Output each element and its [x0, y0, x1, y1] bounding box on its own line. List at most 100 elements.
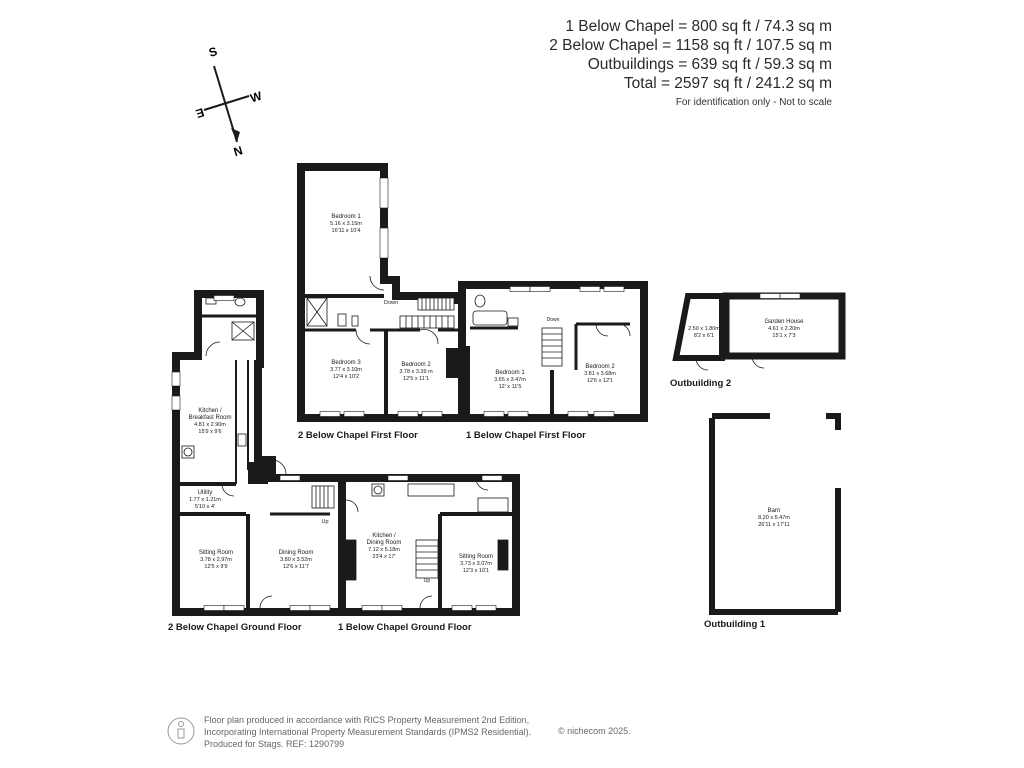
- room-2bc-bedroom3: Bedroom 3 3.77 x 3.10m 12'4 x 10'2: [330, 360, 362, 380]
- windows-2bc-ground: [171, 295, 331, 611]
- svg-text:8.20 x 5.47m: 8.20 x 5.47m: [758, 515, 790, 521]
- svg-text:3.77 x 3.10m: 3.77 x 3.10m: [330, 367, 362, 373]
- svg-text:12'4 x 10'2: 12'4 x 10'2: [333, 374, 359, 380]
- svg-text:15'9 x 9'6: 15'9 x 9'6: [198, 429, 221, 435]
- svg-text:7.12 x 5.18m: 7.12 x 5.18m: [368, 547, 400, 553]
- fixtures-2bc-ground: [181, 297, 335, 509]
- footer-line-1: Floor plan produced in accordance with R…: [204, 715, 530, 725]
- person-icon: [167, 717, 195, 745]
- doors-1bc-first: [595, 323, 631, 337]
- label-outbuilding1: Outbuilding 1: [704, 619, 766, 630]
- svg-text:Bedroom 1: Bedroom 1: [495, 370, 525, 376]
- room-1bc-sitting: Sitting Room 3.73 x 3.07m 12'3 x 10'1: [459, 554, 493, 574]
- svg-text:16'11 x 10'4: 16'11 x 10'4: [332, 228, 361, 234]
- svg-text:Kitchen /: Kitchen /: [372, 533, 396, 539]
- svg-text:3.65 x 3.47m: 3.65 x 3.47m: [494, 377, 526, 383]
- svg-text:Sitting Room: Sitting Room: [199, 550, 233, 556]
- footer: Floor plan produced in accordance with R…: [168, 714, 688, 754]
- svg-text:Dining Room: Dining Room: [279, 550, 314, 556]
- svg-text:Barn: Barn: [768, 508, 781, 514]
- stairs-down-label-2bc: Down: [384, 300, 398, 306]
- area-total: Total = 2597 sq ft / 241.2 sq m: [623, 75, 832, 92]
- label-2bc-ground-floor: 2 Below Chapel Ground Floor: [168, 622, 302, 633]
- doors-2bc-ground: [205, 341, 287, 609]
- fixtures-1bc-ground: [345, 483, 509, 581]
- area-summary: 1 Below Chapel = 800 sq ft / 74.3 sq m 2…: [549, 17, 832, 93]
- disclaimer: For identification only - Not to scale: [675, 97, 832, 108]
- room-garden-house: Garden House 4.61 x 2.20m 15'1 x 7'3: [764, 319, 804, 339]
- copyright: © nichecom 2025.: [558, 726, 631, 736]
- svg-text:15'1 x 7'3: 15'1 x 7'3: [772, 333, 795, 339]
- svg-text:Dining Room: Dining Room: [367, 540, 402, 546]
- svg-text:5'10 x 4': 5'10 x 4': [195, 504, 215, 510]
- room-1bc-bedroom2: Bedroom 2 3.81 x 3.68m 12'6 x 12'1: [584, 364, 616, 384]
- windows-outbuilding2: [759, 293, 801, 299]
- area-outbuildings: Outbuildings = 639 sq ft / 59.3 sq m: [587, 56, 832, 73]
- svg-text:1.77 x 1.21m: 1.77 x 1.21m: [189, 497, 221, 503]
- plan-1bc-first-floor: [446, 281, 648, 422]
- svg-text:3.80 x 3.52m: 3.80 x 3.52m: [280, 557, 312, 563]
- stairs-down-label-1bc: Down: [547, 317, 560, 323]
- svg-text:12'5 x 11'1: 12'5 x 11'1: [403, 376, 429, 382]
- bathroom-fixtures-2bc: [306, 297, 359, 327]
- svg-text:Garden House: Garden House: [764, 319, 804, 325]
- room-1bc-bedroom1: Bedroom 1 3.65 x 3.47m 12' x 11'5: [494, 370, 526, 390]
- compass-e: E: [194, 105, 206, 121]
- svg-text:12'3 x 10'1: 12'3 x 10'1: [463, 568, 489, 574]
- stairs-2bc-first: [399, 297, 455, 329]
- room-2bc-bedroom1: Bedroom 1 5.16 x 3.15m 16'11 x 10'4: [330, 214, 362, 234]
- plan-1bc-ground-floor: [338, 474, 520, 616]
- svg-text:5.16 x 3.15m: 5.16 x 3.15m: [330, 221, 362, 227]
- svg-text:8'2 x 6'1: 8'2 x 6'1: [694, 333, 714, 339]
- svg-text:12'5 x 9'9: 12'5 x 9'9: [204, 564, 227, 570]
- svg-text:12'6 x 12'1: 12'6 x 12'1: [587, 378, 613, 384]
- svg-text:3.73 x 3.07m: 3.73 x 3.07m: [460, 561, 492, 567]
- svg-text:4.61 x 2.20m: 4.61 x 2.20m: [768, 326, 800, 332]
- svg-text:Sitting Room: Sitting Room: [459, 554, 493, 560]
- room-outbuilding2: 2.50 x 1.80m 8'2 x 6'1: [688, 326, 720, 339]
- svg-text:23'4 x 17': 23'4 x 17': [372, 554, 395, 560]
- footer-line-3: Produced for Stags. REF: 1290799: [204, 739, 345, 749]
- svg-text:3.78 x 3.39 m: 3.78 x 3.39 m: [399, 369, 433, 375]
- room-kitchen-breakfast: Kitchen / Breakfast Room 4.81 x 2.90m 15…: [188, 408, 231, 435]
- svg-text:3.78 x 2.97m: 3.78 x 2.97m: [200, 557, 232, 563]
- svg-text:Kitchen /: Kitchen /: [198, 408, 222, 414]
- windows-2bc-first: [319, 177, 443, 417]
- svg-text:26'11 x 17'11: 26'11 x 17'11: [758, 522, 790, 528]
- svg-text:12' x 11'5: 12' x 11'5: [499, 384, 522, 390]
- compass-icon: [203, 65, 250, 143]
- svg-text:Bedroom 2: Bedroom 2: [401, 362, 431, 368]
- svg-text:Bedroom 3: Bedroom 3: [331, 360, 361, 366]
- label-outbuilding2: Outbuilding 2: [670, 378, 731, 389]
- room-kitchen-dining: Kitchen / Dining Room 7.12 x 5.18m 23'4 …: [367, 533, 402, 560]
- svg-text:Bedroom 2: Bedroom 2: [585, 364, 615, 370]
- svg-text:Bedroom 1: Bedroom 1: [331, 214, 361, 220]
- compass-w: W: [249, 88, 265, 105]
- svg-text:Breakfast Room: Breakfast Room: [188, 415, 231, 421]
- area-2bc: 2 Below Chapel = 1158 sq ft / 107.5 sq m: [549, 37, 832, 54]
- label-2bc-first-floor: 2 Below Chapel First Floor: [298, 430, 418, 441]
- room-2bc-sitting: Sitting Room 3.78 x 2.97m 12'5 x 9'9: [199, 550, 233, 570]
- label-1bc-first-floor: 1 Below Chapel First Floor: [466, 430, 586, 441]
- svg-text:12'6 x 11'7: 12'6 x 11'7: [283, 564, 309, 570]
- compass-n: N: [232, 143, 244, 159]
- svg-text:2.50 x 1.80m: 2.50 x 1.80m: [688, 326, 720, 332]
- plan-2bc-ground-floor: [172, 290, 346, 616]
- room-utility: Utility 1.77 x 1.21m 5'10 x 4': [189, 490, 221, 510]
- compass-s: S: [207, 44, 219, 60]
- room-2bc-bedroom2: Bedroom 2 3.78 x 3.39 m 12'5 x 11'1: [399, 362, 433, 382]
- stairs-up-label-2bc: Up: [321, 519, 328, 525]
- doors-2bc-first: [355, 275, 439, 345]
- svg-text:Utility: Utility: [198, 490, 213, 496]
- footer-line-2: Incorporating International Property Mea…: [204, 727, 532, 737]
- bathroom-fixtures-1bc: [472, 294, 519, 327]
- label-1bc-ground-floor: 1 Below Chapel Ground Floor: [338, 622, 472, 633]
- stairs-up-label-1bc: Up: [424, 578, 431, 584]
- doors-1bc-ground: [345, 477, 489, 609]
- plan-outbuilding2: [672, 292, 846, 371]
- svg-text:3.81 x 3.68m: 3.81 x 3.68m: [584, 371, 616, 377]
- stairs-1bc-first: [541, 327, 563, 367]
- room-barn: Barn 8.20 x 5.47m 26'11 x 17'11: [758, 508, 790, 528]
- room-2bc-dining: Dining Room 3.80 x 3.52m 12'6 x 11'7: [279, 550, 314, 570]
